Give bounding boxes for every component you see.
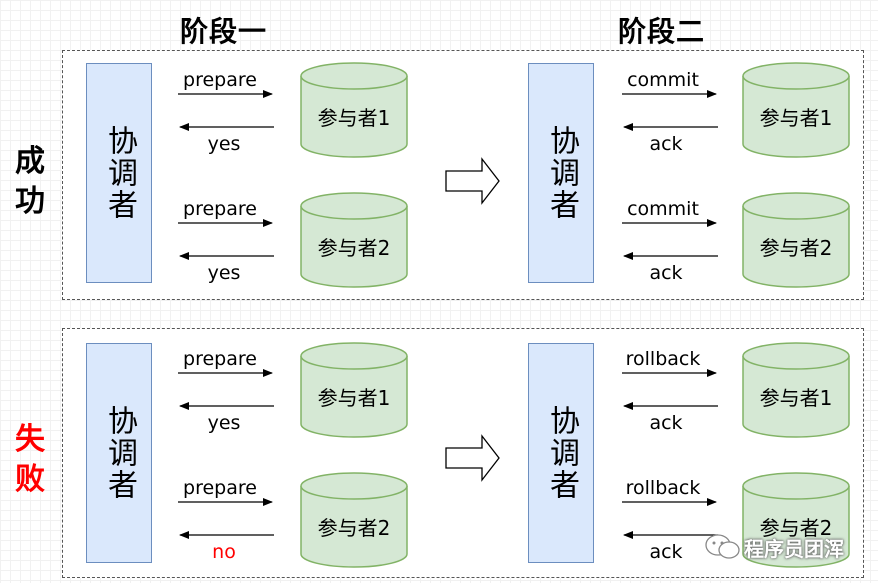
commit-message: commit [627, 69, 699, 91]
participant-1-cylinder: 参与者1 [300, 342, 408, 438]
phase-one-title: 阶段一 [180, 15, 268, 48]
participant-2-label: 参与者2 [759, 236, 833, 260]
coordinator-box: 协调者 [86, 343, 152, 563]
participant-1-cylinder: 参与者1 [742, 342, 850, 438]
prepare-message: prepare [183, 477, 257, 499]
coordinator-label: 协调者 [544, 405, 579, 501]
ack-message: ack [649, 133, 683, 155]
coordinator-label: 协调者 [102, 125, 137, 221]
phase-transition-arrow [445, 434, 500, 482]
participant-2-cylinder: 参与者2 [742, 472, 850, 568]
participant-2-label: 参与者2 [317, 236, 391, 260]
phase-two-title: 阶段二 [618, 15, 706, 48]
participant-2-cylinder: 参与者2 [300, 192, 408, 288]
coordinator-label: 协调者 [544, 125, 579, 221]
participant-2-label: 参与者2 [759, 516, 833, 540]
coordinator-box: 协调者 [86, 63, 152, 283]
participant-1-cylinder: 参与者1 [742, 62, 850, 158]
prepare-message: prepare [183, 69, 257, 91]
watermark-text: 程序员团浑 [744, 537, 844, 561]
failure-label: 失败 [15, 422, 45, 497]
coordinator-box: 协调者 [528, 343, 594, 563]
participant-1-label: 参与者1 [317, 106, 391, 130]
no-message: no [212, 541, 236, 563]
ack-message: ack [649, 541, 683, 563]
participant-1-label: 参与者1 [759, 386, 833, 410]
yes-message: yes [207, 412, 241, 434]
participant-2-label: 参与者2 [317, 516, 391, 540]
participant-1-cylinder: 参与者1 [300, 62, 408, 158]
participant-2-cylinder: 参与者2 [300, 472, 408, 568]
prepare-message: prepare [183, 198, 257, 220]
phase-transition-arrow [445, 157, 500, 205]
prepare-message: prepare [183, 348, 257, 370]
yes-message: yes [207, 133, 241, 155]
participant-1-label: 参与者1 [759, 106, 833, 130]
success-label: 成功 [15, 144, 45, 219]
yes-message: yes [207, 262, 241, 284]
rollback-message: rollback [625, 348, 701, 370]
coordinator-label: 协调者 [102, 405, 137, 501]
wechat-icon [705, 534, 740, 559]
ack-message: ack [649, 412, 683, 434]
participant-1-label: 参与者1 [317, 386, 391, 410]
ack-message: ack [649, 262, 683, 284]
coordinator-box: 协调者 [528, 63, 594, 283]
rollback-message: rollback [625, 477, 701, 499]
commit-message: commit [627, 198, 699, 220]
participant-2-cylinder: 参与者2 [742, 192, 850, 288]
